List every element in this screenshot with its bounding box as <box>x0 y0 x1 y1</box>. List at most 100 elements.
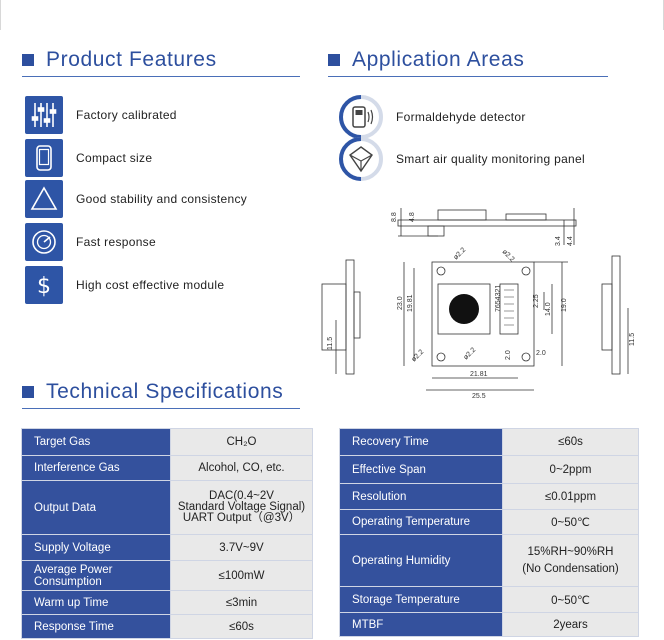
dimension-label: 2.0 <box>536 350 546 357</box>
section-rule <box>22 76 300 77</box>
feature-item: Fast response <box>25 223 156 261</box>
spec-value: ≤3min <box>170 590 313 615</box>
section-bullet-icon <box>328 54 340 66</box>
table-row: Average Power Consumption ≤100mW <box>21 560 313 591</box>
dimension-label: 14.0 <box>545 302 552 316</box>
spec-value: 0~50℃ <box>502 586 639 613</box>
top-frame-line <box>0 0 664 30</box>
spec-value: ≤60s <box>170 614 313 639</box>
spec-key: Operating Temperature <box>339 509 503 535</box>
spec-value: ≤60s <box>502 428 639 456</box>
spec-key: Warm up Time <box>21 590 171 615</box>
speed-icon <box>25 223 63 261</box>
table-row: Interference Gas Alcohol, CO, etc. <box>21 455 313 481</box>
sliders-icon <box>25 96 63 134</box>
spec-value: DAC(0.4~2V Standard Voltage Signal) UART… <box>170 480 313 535</box>
section-rule <box>328 76 608 77</box>
application-label: Smart air quality monitoring panel <box>396 152 585 166</box>
dimension-drawing: 8.8 4.8 3.4 4.4 11.5 ø2.2 ø2.2 ø2.2 ø2.2… <box>321 208 636 400</box>
dimension-label: 7654321 <box>495 285 502 312</box>
dimension-label: 2.0 <box>505 350 512 360</box>
table-row: Recovery Time ≤60s <box>339 428 639 456</box>
section-bullet-icon <box>22 54 34 66</box>
dimension-label: 19.0 <box>561 298 568 312</box>
dimension-label: ø2.2 <box>410 348 425 363</box>
technical-specifications-header: Technical Specifications <box>22 380 283 404</box>
table-row: Target Gas CH₂O <box>21 428 313 456</box>
dimension-label: ø2.2 <box>501 248 516 263</box>
spec-key: Response Time <box>21 614 171 639</box>
application-areas-header: Application Areas <box>328 48 524 72</box>
feature-label: Good stability and consistency <box>76 192 248 206</box>
technical-specifications-title: Technical Specifications <box>46 380 284 403</box>
dimension-label: ø2.2 <box>462 346 477 361</box>
table-row: MTBF 2years <box>339 612 639 637</box>
spec-key: Resolution <box>339 483 503 510</box>
spec-value: 2years <box>502 612 639 637</box>
spec-value: Alcohol, CO, etc. <box>170 455 313 481</box>
specs-table-left: Target Gas CH₂O Interference Gas Alcohol… <box>21 428 313 639</box>
spec-value: CH₂O <box>170 428 313 456</box>
section-rule <box>22 408 300 409</box>
product-features-title: Product Features <box>46 48 217 71</box>
feature-label: High cost effective module <box>76 278 225 292</box>
dimension-label: 3.4 <box>555 236 562 246</box>
dimension-label: 23.0 <box>397 296 404 310</box>
dimension-label: 4.8 <box>409 212 416 222</box>
table-row: Operating Humidity 15%RH~90%RH (No Conde… <box>339 534 639 587</box>
spec-value: ≤0.01ppm <box>502 483 639 510</box>
table-row: Supply Voltage 3.7V~9V <box>21 534 313 561</box>
spec-key: Effective Span <box>339 455 503 484</box>
dimension-label: 11.5 <box>629 333 636 346</box>
spec-key: MTBF <box>339 612 503 637</box>
feature-label: Compact size <box>76 151 153 165</box>
feature-item: Good stability and consistency <box>25 180 247 218</box>
feature-item: Compact size <box>25 139 152 177</box>
panel-icon <box>339 137 383 181</box>
dimension-label: 21.81 <box>470 371 488 378</box>
application-item: Smart air quality monitoring panel <box>339 137 585 181</box>
dimension-label: 4.4 <box>567 236 574 246</box>
spec-key: Recovery Time <box>339 428 503 456</box>
feature-item: Factory calibrated <box>25 96 177 134</box>
spec-value: ≤100mW <box>170 560 313 591</box>
table-row: Response Time ≤60s <box>21 614 313 639</box>
specs-table-right: Recovery Time ≤60s Effective Span 0~2ppm… <box>339 428 639 637</box>
spec-value: 3.7V~9V <box>170 534 313 561</box>
feature-item: $ High cost effective module <box>25 266 224 304</box>
spec-value: 0~2ppm <box>502 455 639 484</box>
spec-key: Operating Humidity <box>339 534 503 587</box>
application-label: Formaldehyde detector <box>396 110 526 124</box>
spec-key: Output Data <box>21 480 171 535</box>
dimension-label: ø2.2 <box>452 246 467 261</box>
spec-key: Storage Temperature <box>339 586 503 613</box>
table-row: Resolution ≤0.01ppm <box>339 483 639 510</box>
dimension-label: 25.5 <box>472 393 486 400</box>
dimension-label: 2.25 <box>533 294 540 308</box>
dimension-label: 19.81 <box>407 294 414 312</box>
spec-value: 15%RH~90%RH (No Condensation) <box>502 534 639 587</box>
table-row: Storage Temperature 0~50℃ <box>339 586 639 613</box>
spec-key: Supply Voltage <box>21 534 171 561</box>
phone-icon <box>25 139 63 177</box>
spec-key: Average Power Consumption <box>21 560 171 591</box>
application-areas-title: Application Areas <box>352 48 525 71</box>
table-row: Warm up Time ≤3min <box>21 590 313 615</box>
table-row: Operating Temperature 0~50℃ <box>339 509 639 535</box>
detector-icon <box>339 95 383 139</box>
section-bullet-icon <box>22 386 34 398</box>
dimension-label: 8.8 <box>391 212 398 222</box>
table-row: Effective Span 0~2ppm <box>339 455 639 484</box>
svg-text:$: $ <box>37 274 51 299</box>
dollar-icon: $ <box>25 266 63 304</box>
spec-key: Target Gas <box>21 428 171 456</box>
triangle-icon <box>25 180 63 218</box>
feature-label: Factory calibrated <box>76 108 177 122</box>
spec-value: 0~50℃ <box>502 509 639 535</box>
dimension-label: 11.5 <box>327 337 334 350</box>
application-item: Formaldehyde detector <box>339 95 526 139</box>
product-features-header: Product Features <box>22 48 217 72</box>
spec-key: Interference Gas <box>21 455 171 481</box>
table-row: Output Data DAC(0.4~2V Standard Voltage … <box>21 480 313 535</box>
feature-label: Fast response <box>76 235 156 249</box>
